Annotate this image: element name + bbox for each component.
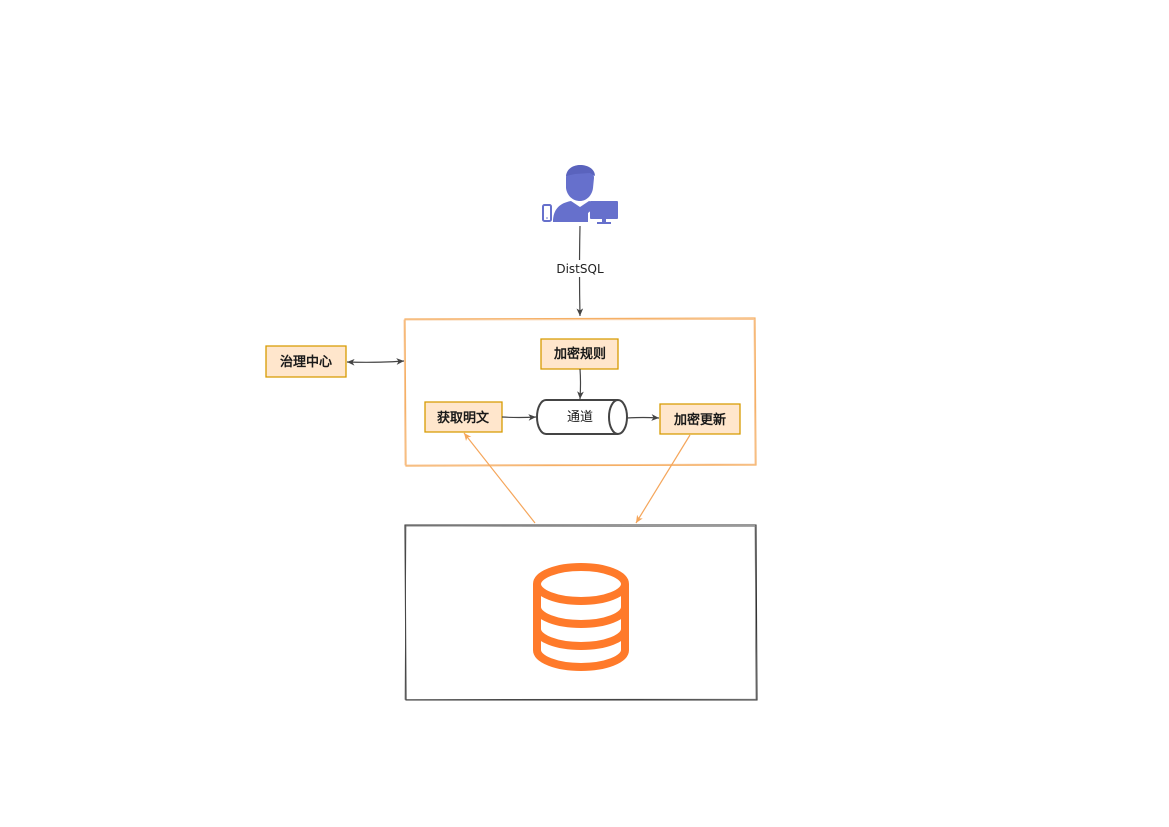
edge-rule-to-channel	[577, 368, 584, 400]
edge-channel-to-update	[626, 414, 660, 421]
governance-center-label: 治理中心	[280, 354, 332, 370]
channel-queue-node[interactable]	[536, 399, 628, 435]
edge-update-to-database	[635, 434, 691, 524]
channel-label: 通道	[567, 410, 593, 425]
encrypt-update-label: 加密更新	[673, 412, 726, 428]
edge-label-background	[554, 260, 606, 277]
fetch-plaintext-node[interactable]	[424, 401, 503, 433]
distsql-edge-label: DistSQL	[556, 262, 604, 276]
fetch-plaintext-label: 获取明文	[437, 410, 490, 426]
edge-fetch-to-channel	[501, 414, 537, 421]
edge-governance-proxy	[346, 358, 405, 366]
governance-center-node[interactable]	[265, 345, 347, 378]
encrypt-rule-node[interactable]	[540, 338, 619, 370]
database-container[interactable]	[404, 524, 758, 701]
edge-database-to-fetch	[463, 432, 536, 524]
user-with-devices-icon	[542, 165, 618, 224]
encrypt-update-node[interactable]	[659, 403, 741, 435]
database-icon	[533, 563, 629, 671]
edge-user-to-proxy	[554, 225, 606, 317]
encrypt-rule-label: 加密规则	[553, 346, 606, 362]
